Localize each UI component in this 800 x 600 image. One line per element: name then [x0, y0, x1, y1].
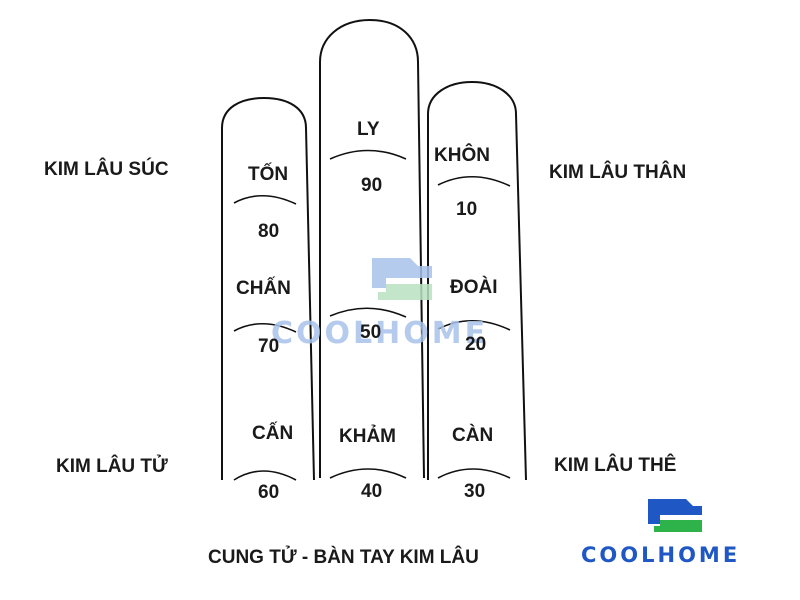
- palace-kham-number: 40: [361, 481, 382, 502]
- coolhome-logo: COOLHOME: [581, 499, 740, 567]
- logo-text: COOLHOME: [581, 543, 740, 567]
- palace-doai-name: ĐOÀI: [450, 276, 498, 298]
- logo-mark-blue: [648, 499, 702, 524]
- palace-doai-number: 20: [465, 334, 486, 355]
- side-label-top-left: KIM LÂU SÚC: [44, 158, 169, 180]
- arc-can-left: [233, 470, 297, 481]
- watermark-mark-green: [378, 284, 432, 300]
- arc-doai: [437, 320, 511, 331]
- side-label-bottom-left: KIM LÂU TỬ: [56, 455, 168, 477]
- palace-ton-number: 80: [258, 221, 279, 242]
- palace-khon-number: 10: [456, 199, 477, 220]
- side-label-bottom-right: KIM LÂU THÊ: [554, 454, 676, 476]
- arc-ly: [329, 149, 407, 160]
- palace-ly-number: 90: [361, 175, 382, 196]
- finger-middle: [319, 18, 425, 479]
- palace-can-left-name: CẤN: [252, 422, 293, 444]
- palace-kham-name: KHẢM: [339, 425, 396, 447]
- arc-ton: [233, 194, 297, 205]
- watermark-mark-blue: [372, 258, 432, 288]
- finger-left: [221, 96, 315, 481]
- palace-ly-name: LY: [357, 119, 380, 140]
- palace-chan-number: 70: [258, 336, 279, 357]
- palace-khon-name: KHÔN: [434, 144, 490, 166]
- logo-mark-green: [654, 520, 702, 532]
- arc-chan: [233, 322, 297, 333]
- watermark-logo: COOLHOME: [271, 258, 488, 351]
- arc-can-right: [437, 468, 511, 479]
- palace-ton-name: TỐN: [248, 163, 288, 185]
- palace-can-right-number: 30: [464, 481, 485, 502]
- diagram-caption: CUNG TỬ - BÀN TAY KIM LÂU: [208, 546, 479, 568]
- arc-center: [329, 307, 407, 318]
- palace-chan-name: CHẤN: [236, 277, 291, 299]
- finger-right: [427, 80, 527, 481]
- palace-can-left-number: 60: [258, 482, 279, 503]
- arc-khon: [437, 176, 511, 187]
- side-label-top-right: KIM LÂU THÂN: [549, 161, 686, 183]
- palace-center-number: 50: [360, 322, 381, 343]
- watermark-text: COOLHOME: [271, 316, 488, 351]
- palace-can-right-name: CÀN: [452, 424, 493, 446]
- arc-kham: [329, 468, 407, 479]
